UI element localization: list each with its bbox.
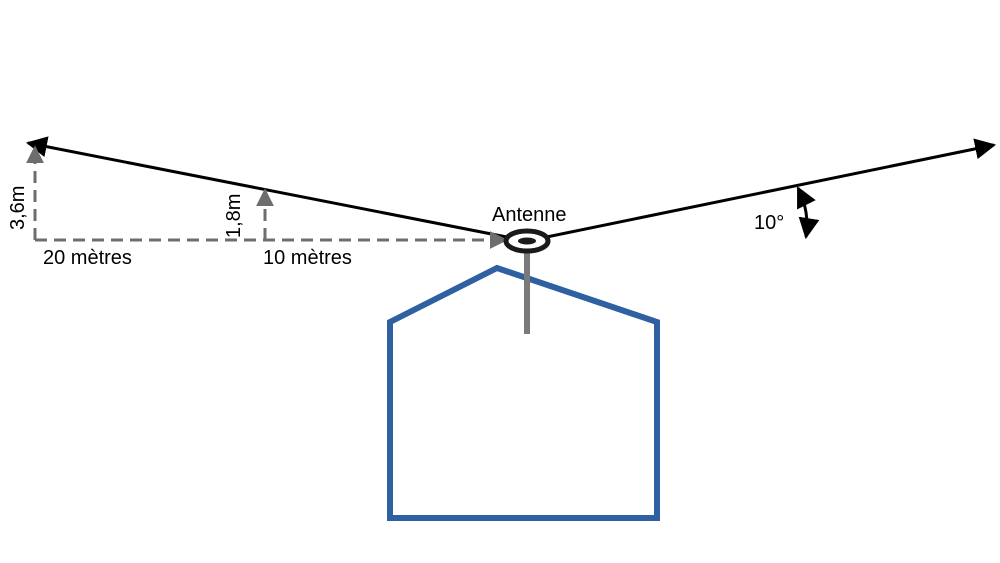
angle-label: 10° xyxy=(754,212,784,234)
distance-near-label: 10 mètres xyxy=(263,247,352,269)
height-near-label: 1,8m xyxy=(223,194,245,238)
angle-arc xyxy=(796,186,820,240)
beam-line-right xyxy=(531,138,997,242)
height-far-label: 3,6m xyxy=(7,186,29,230)
antenna-label: Antenne xyxy=(492,204,567,226)
beam-line-left xyxy=(25,136,523,242)
house-outline xyxy=(387,264,660,521)
antenna-inner xyxy=(518,237,536,245)
distance-far-label: 20 mètres xyxy=(43,247,132,269)
